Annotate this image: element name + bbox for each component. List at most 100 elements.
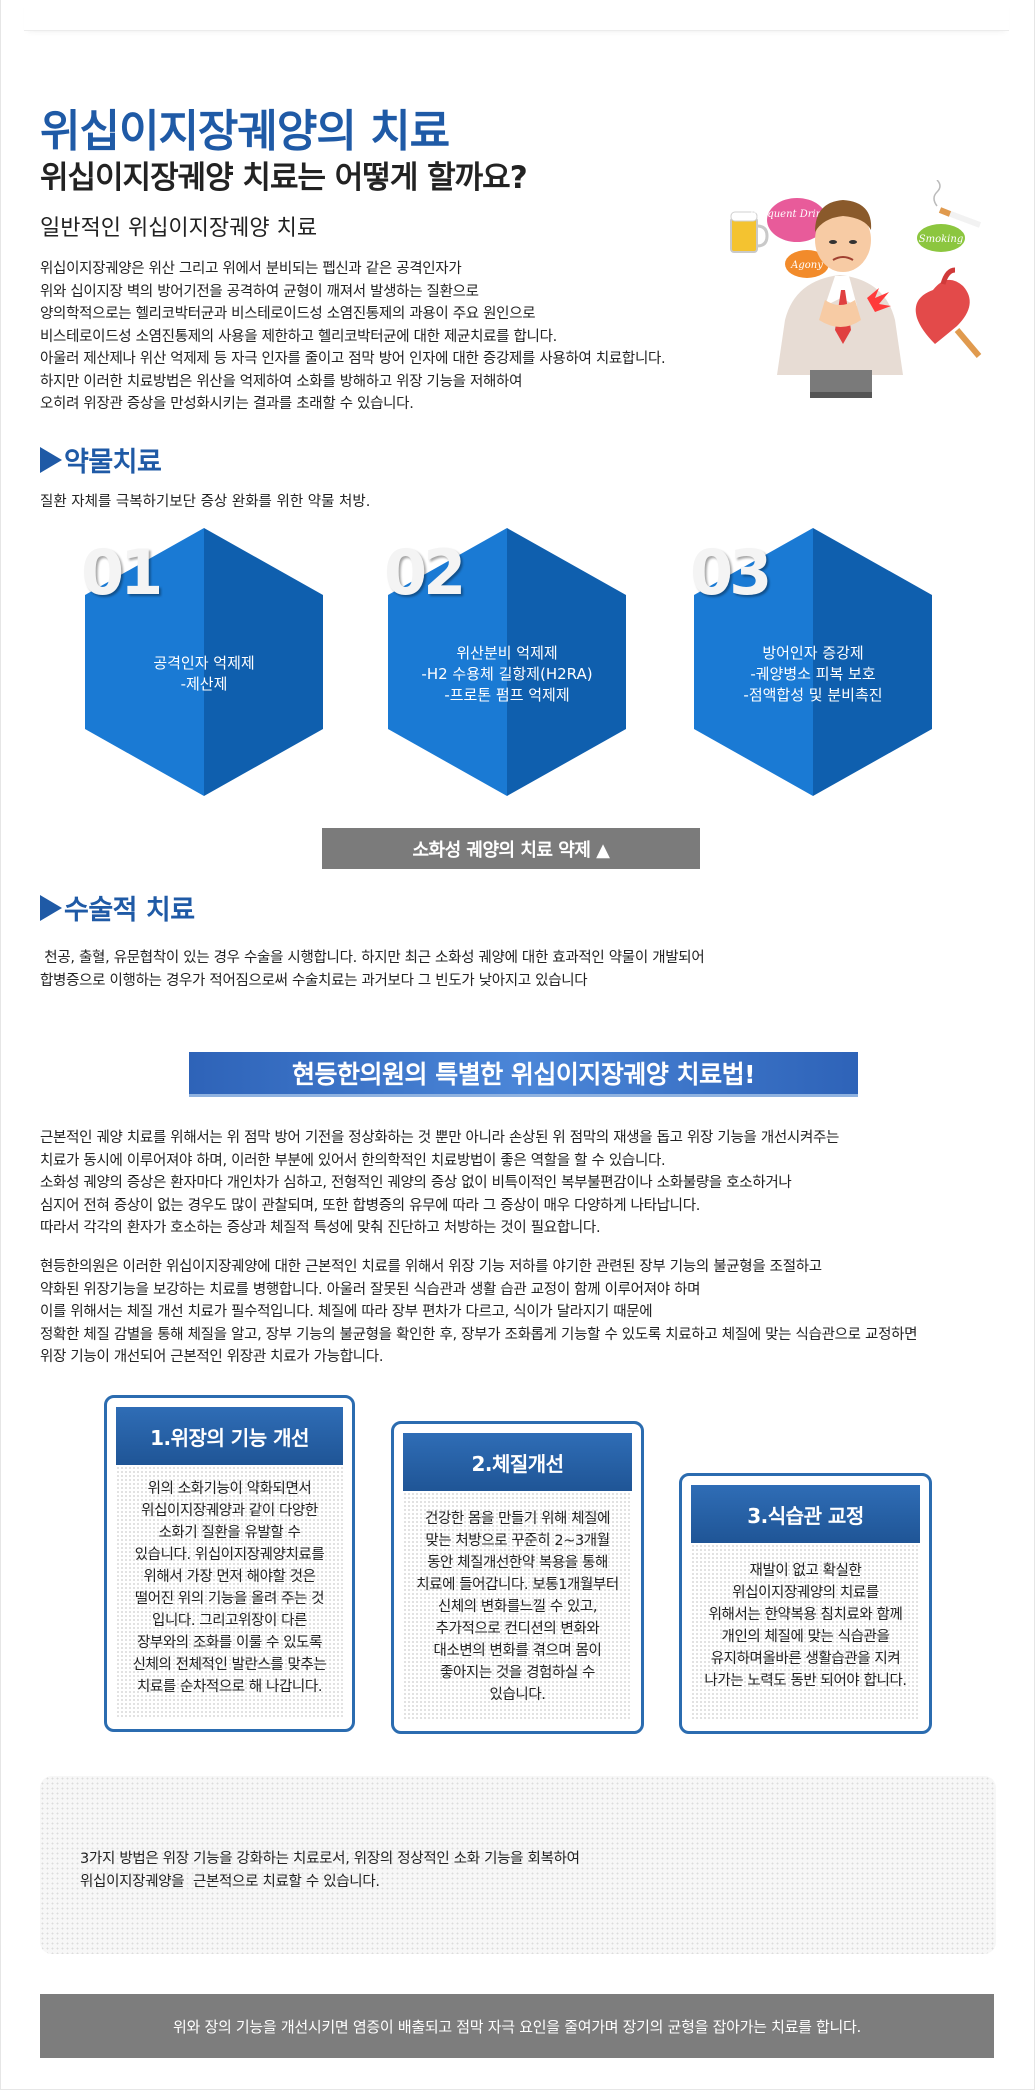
- card-title: 3.식습관 교정: [691, 1485, 920, 1543]
- hexagon-number: 03: [690, 536, 772, 609]
- summary-text: 3가지 방법은 위장 기능을 강화하는 치료로서, 위장의 정상적인 소화 기능…: [80, 1848, 840, 1893]
- card-dotted-bg: [116, 1462, 343, 1717]
- hexagon-item-3: 03 방어인자 증강제 -궤양병소 피복 보호 -점액합성 및 분비촉진: [690, 528, 932, 800]
- card-text: 위의 소화기능이 약화되면서 위십이지장궤양과 같이 다양한 소화기 질환을 유…: [121, 1478, 338, 1698]
- heading-text: 약물치료: [64, 447, 162, 478]
- hexagon-text: 방어인자 증강제 -궤양병소 피복 보호 -점액합성 및 분비촉진: [694, 528, 932, 796]
- summary-line: 위십이지장궤양을 근본적으로 치료할 수 있습니다.: [80, 1873, 380, 1890]
- hexagon-item-2: 02 위산분비 억제제 -H2 수용체 길항제(H2RA) -프로톤 펌프 억제…: [384, 528, 626, 800]
- card-stomach-function: 1.위장의 기능 개선 위의 소화기능이 약화되면서 위십이지장궤양과 같이 다…: [104, 1395, 355, 1732]
- paragraph-line: 약화된 위장기능을 보강하는 치료를 병행합니다. 아울러 잘못된 식습관과 생…: [40, 1281, 701, 1298]
- hexagon-line: 위산분비 억제제: [456, 643, 558, 662]
- card-line: 위의 소화기능이 약화되면서: [147, 1481, 312, 1497]
- summary-box: [40, 1776, 996, 1954]
- card-dotted-bg: [403, 1488, 632, 1719]
- surgery-desc: 천공, 출혈, 유문협착이 있는 경우 수술을 시행합니다. 하지만 최근 소화…: [40, 947, 1020, 992]
- triangle-bullet-icon: [40, 446, 62, 473]
- card-line: 있습니다.: [489, 1687, 546, 1703]
- hexagon-shape: [694, 528, 932, 796]
- card-line: 위해서 가장 먼저 해야할 것은: [143, 1569, 316, 1585]
- hexagon-line: 방어인자 증강제: [762, 643, 864, 662]
- hexagon-line: -제산제: [180, 675, 228, 693]
- drinking-bubble: [767, 198, 827, 242]
- smoking-bubble: [917, 224, 965, 252]
- top-divider: [24, 0, 1009, 31]
- paragraph-line: 소화성 궤양의 증상은 환자마다 개인차가 심하고, 전형적인 궤양의 증상 없…: [40, 1175, 792, 1191]
- special-paragraph-2: 현등한의원은 이러한 위십이지장궤양에 대한 근본적인 치료를 위해서 위장 기…: [40, 1256, 1020, 1369]
- intro-line: 비스테로이드성 소염진통제의 사용을 제한하고 헬리코박터균에 대한 제균치료를…: [40, 328, 557, 345]
- surgery-heading: 수술적 치료: [40, 888, 195, 927]
- pain-spark-icon: [867, 288, 891, 312]
- card-line: 치료에 들어갑니다. 보통1개월부터: [416, 1577, 619, 1593]
- special-paragraph-1: 근본적인 궤양 치료를 위해서는 위 점막 방어 기전을 정상화하는 것 뿐만 …: [40, 1127, 1020, 1240]
- bubble-text: Smoking: [919, 234, 963, 245]
- paragraph-line: 이를 위해서는 체질 개선 치료가 필수적입니다. 체질에 따라 장부 편차가 …: [40, 1304, 653, 1320]
- card-line: 떨어진 위의 기능을 올려 주는 것: [134, 1591, 325, 1607]
- summary-line: 3가지 방법은 위장 기능을 강화하는 치료로서, 위장의 정상적인 소화 기능…: [80, 1851, 580, 1867]
- card-constitution: 2.체질개선 건강한 몸을 만들기 위해 체질에 맞는 처방으로 꾸준히 2~3…: [391, 1421, 644, 1734]
- card-line: 동안 체질개선한약 복용을 통해: [427, 1555, 608, 1571]
- hexagon-shape: [388, 528, 626, 796]
- cigarette-icon: [933, 180, 982, 228]
- intro-line: 오히려 위장관 증상을 만성화시키는 결과를 초래할 수 있습니다.: [40, 396, 414, 412]
- surgery-line: 합병증으로 이행하는 경우가 적어짐으로써 수술치료는 과거보다 그 빈도가 낮…: [40, 972, 588, 989]
- paragraph-line: 근본적인 궤양 치료를 위해서는 위 점막 방어 기전을 정상화하는 것 뿐만 …: [40, 1130, 840, 1146]
- intro-line: 아울러 제산제나 위산 억제제 등 자극 인자를 줄이고 점막 방어 인자에 대…: [40, 351, 666, 367]
- triangle-bullet-icon: [40, 894, 62, 921]
- intro-line: 위십이지장궤양은 위산 그리고 위에서 분비되는 펩신과 같은 공격인자가: [40, 261, 462, 277]
- bubble-text: Frequent Drinking: [749, 209, 845, 220]
- card-dotted-bg: [691, 1540, 920, 1719]
- page-subtitle: 위십이지장궤양 치료는 어떻게 할까요?: [40, 160, 528, 196]
- hexagon-line: -점액합성 및 분비촉진: [743, 685, 883, 704]
- ulcer-drugs-weakness-button[interactable]: 소화성 궤양의 치료 약제 ▲: [322, 828, 700, 869]
- drug-treatment-desc: 질환 자체를 극복하기보단 증상 완화를 위한 약물 처방.: [40, 494, 371, 510]
- card-text: 건강한 몸을 만들기 위해 체질에 맞는 처방으로 꾸준히 2~3개월 동안 체…: [408, 1508, 627, 1706]
- card-line: 추가적으로 컨디션의 변화와: [435, 1621, 600, 1637]
- beer-mug-icon: [730, 211, 769, 253]
- ulcer-pain-illustration: Frequent Drinking Agony Smoking: [730, 180, 982, 398]
- card-text: 재발이 없고 확실한 위십이지장궤양의 치료를 위해서는 한약복용 침치료와 함…: [696, 1560, 915, 1692]
- paragraph-line: 치료가 동시에 이루어져야 하며, 이러한 부분에 있어서 한의학적인 치료방법…: [40, 1152, 666, 1169]
- hexagon-line: -궤양병소 피복 보호: [750, 664, 876, 683]
- card-line: 유지하며올바른 생활습관을 지켜: [710, 1651, 901, 1667]
- card-line: 위해서는 한약복용 침치료와 함께: [708, 1607, 903, 1623]
- agony-bubble: [785, 250, 829, 278]
- card-line: 치료를 순차적으로 해 나갑니다.: [136, 1679, 323, 1695]
- bubble-text: Agony: [790, 260, 823, 271]
- card-line: 재발이 없고 확실한: [749, 1563, 862, 1579]
- hexagon-line: -프로톤 펌프 억제제: [444, 685, 570, 704]
- heart-organ-icon: [915, 267, 982, 358]
- hexagon-item-1: 01 공격인자 억제제 -제산제: [81, 528, 323, 800]
- card-line: 대소변의 변화를 겪으며 몸이: [433, 1643, 602, 1659]
- intro-line: 위와 십이지장 벽의 방어기전을 공격하여 균형이 깨져서 발생하는 질환으로: [40, 283, 479, 300]
- footer-banner: 위와 장의 기능을 개선시키면 염증이 배출되고 점막 자극 요인을 줄여가며 …: [40, 1994, 994, 2058]
- card-line: 개인의 체질에 맞는 식습관을: [721, 1629, 890, 1645]
- hexagon-number: 02: [384, 536, 466, 609]
- page-title: 위십이지장궤양의 치료: [40, 106, 450, 157]
- paragraph-line: 따라서 각각의 환자가 호소하는 증상과 체질적 특성에 맞춰 진단하고 처방하…: [40, 1220, 601, 1236]
- card-line: 위십이지장궤양과 같이 다양한: [141, 1503, 318, 1519]
- card-line: 신체의 전체적인 발란스를 맞추는: [132, 1657, 327, 1673]
- surgery-line: 천공, 출혈, 유문협착이 있는 경우 수술을 시행합니다. 하지만 최근 소화…: [40, 950, 705, 966]
- card-line: 건강한 몸을 만들기 위해 체질에: [424, 1511, 611, 1527]
- card-line: 입니다. 그리고위장이 다른: [152, 1613, 307, 1629]
- general-treatment-heading: 일반적인 위십이지장궤양 치료: [40, 216, 318, 241]
- hexagon-text: 위산분비 억제제 -H2 수용체 길항제(H2RA) -프로톤 펌프 억제제: [388, 528, 626, 796]
- card-line: 나가는 노력도 동반 되어야 합니다.: [704, 1673, 907, 1689]
- paragraph-line: 심지어 전혀 증상이 없는 경우도 많이 관찰되며, 또한 합병증의 유무에 따…: [40, 1197, 701, 1214]
- card-line: 있습니다. 위십이지장궤양치료를: [134, 1547, 325, 1563]
- hexagon-text: 공격인자 억제제 -제산제: [85, 528, 323, 796]
- hexagon-line: 공격인자 억제제: [153, 654, 255, 672]
- card-line: 위십이지장궤양의 치료를: [732, 1585, 879, 1601]
- hexagon-line: -H2 수용체 길항제(H2RA): [421, 664, 593, 683]
- intro-line: 양의학적으로는 헬리코박터균과 비스테로이드성 소염진통제의 과용이 주요 원인…: [40, 306, 536, 322]
- intro-line: 하지만 이러한 치료방법은 위산을 억제하여 소화를 방해하고 위장 기능을 저…: [40, 373, 523, 390]
- card-line: 장부와의 조화를 이룰 수 있도록: [136, 1635, 323, 1651]
- intro-paragraph: 위십이지장궤양은 위산 그리고 위에서 분비되는 펩신과 같은 공격인자가 위와…: [40, 258, 740, 416]
- drug-treatment-heading: 약물치료: [40, 440, 162, 479]
- card-line: 소화기 질환을 유발할 수: [158, 1525, 301, 1541]
- card-line: 좋아지는 것을 경험하실 수: [440, 1665, 595, 1681]
- heading-text: 수술적 치료: [64, 895, 195, 926]
- paragraph-line: 정확한 체질 감별을 통해 체질을 알고, 장부 기능의 불균형을 확인한 후,…: [40, 1326, 918, 1343]
- paragraph-line: 현등한의원은 이러한 위십이지장궤양에 대한 근본적인 치료를 위해서 위장 기…: [40, 1259, 822, 1275]
